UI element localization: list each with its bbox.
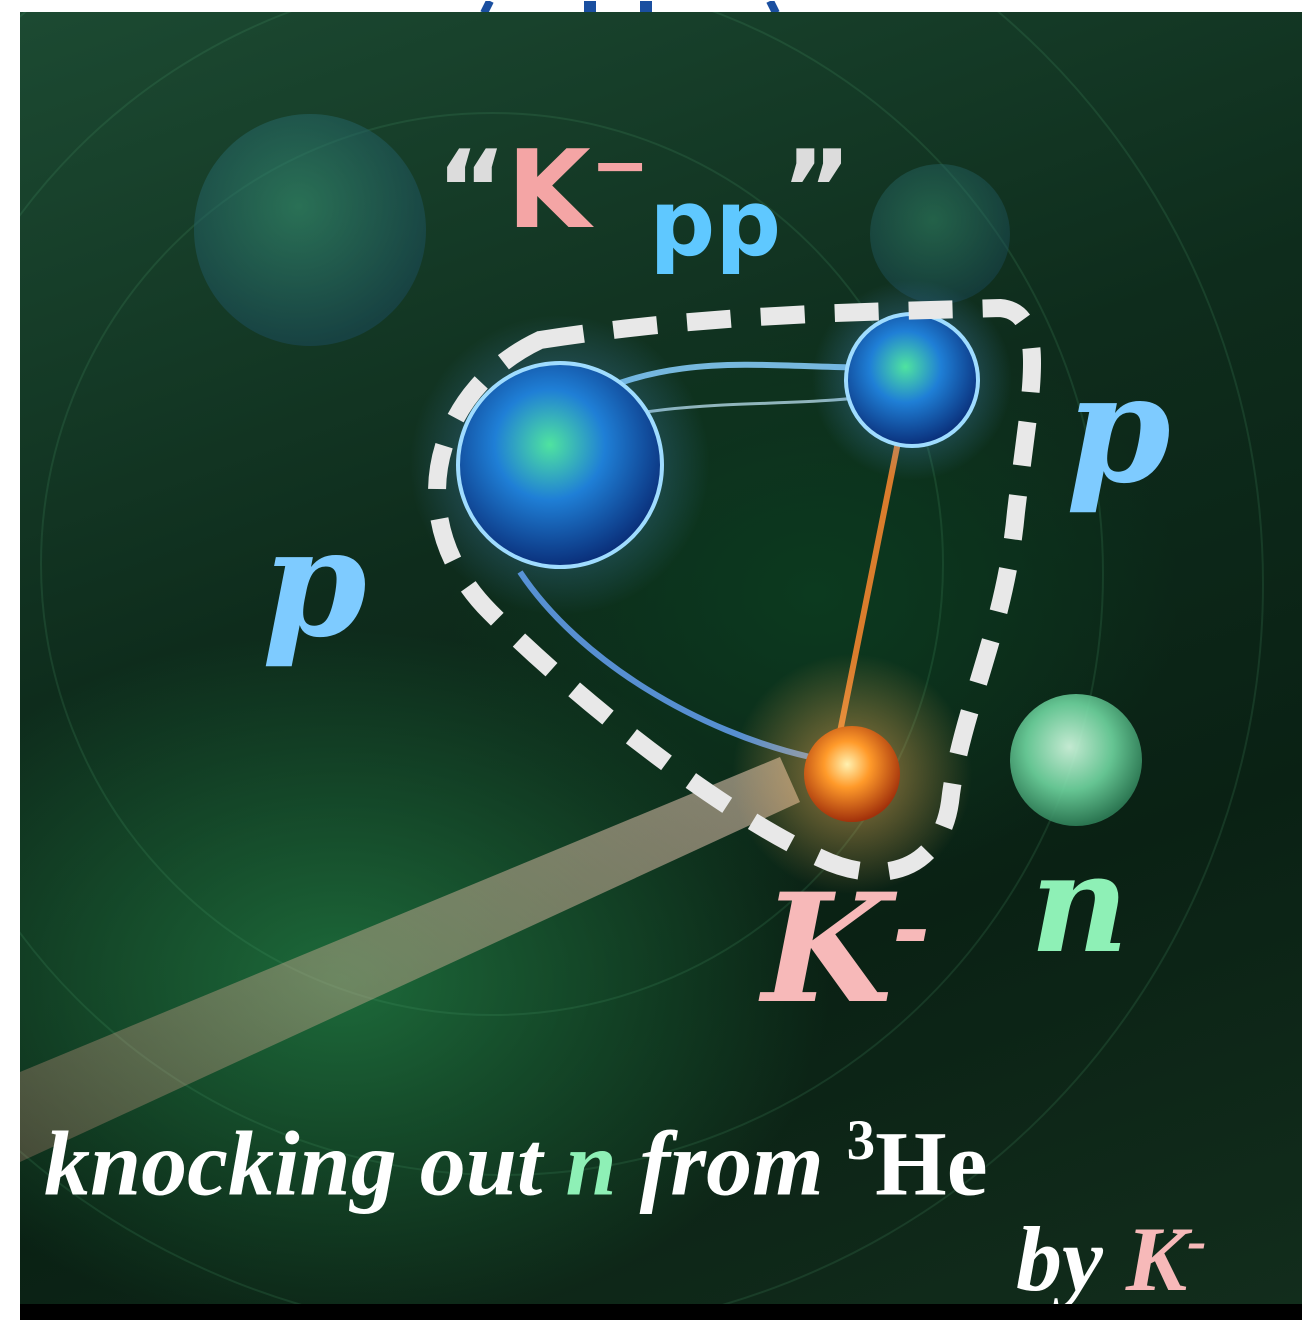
kaon-sphere — [804, 726, 900, 822]
background-ring-3 — [40, 112, 944, 1016]
title-close-quote: ” — [781, 128, 853, 253]
artwork-svg — [20, 114, 1142, 1162]
caption-from: from — [616, 1112, 847, 1215]
fragment-4 — [766, 0, 780, 12]
proton-left-sphere — [456, 361, 664, 569]
caption-mass-number: 3 — [846, 1109, 876, 1172]
proton-right-sphere — [844, 312, 980, 448]
label-proton-right: p — [1066, 341, 1171, 517]
title-pp: pp — [649, 170, 782, 277]
neutron-sphere — [1010, 694, 1142, 826]
title-k: K — [506, 128, 591, 253]
faint-sphere-right — [870, 164, 1010, 304]
fragment-1 — [480, 0, 494, 12]
dashed-kpp-outline — [428, 298, 1041, 881]
label-neutron: n — [1030, 824, 1129, 984]
cropped-top-text — [0, 0, 1302, 12]
faint-sphere-left — [194, 114, 426, 346]
label-kaon: K- — [762, 874, 930, 1024]
bottom-bar — [20, 1304, 1302, 1320]
label-proton-left: p — [262, 495, 367, 671]
artwork-background — [20, 12, 1302, 1304]
fragment-3 — [640, 1, 652, 12]
label-kaon-letter: K — [762, 861, 893, 1037]
caption-knocking-out: knocking out — [44, 1112, 566, 1215]
title-k-charge: − — [590, 124, 650, 206]
title-open-quote: “ — [436, 128, 507, 253]
caption-k-charge: - — [1187, 1208, 1207, 1273]
cropped-glyph-fragments — [480, 0, 780, 12]
fragment-2 — [584, 1, 596, 12]
caption-line-1: knocking out n from 3He — [44, 1112, 988, 1209]
label-kaon-charge: - — [892, 875, 930, 981]
caption-n: n — [565, 1112, 617, 1215]
caption-k: K — [1125, 1208, 1188, 1310]
kpp-title: “K−pp” — [436, 130, 852, 270]
caption-by: by — [1016, 1208, 1126, 1310]
incoming-beam — [20, 757, 800, 1162]
caption-he: He — [875, 1112, 988, 1215]
caption-line-2: by K- — [1016, 1212, 1207, 1306]
